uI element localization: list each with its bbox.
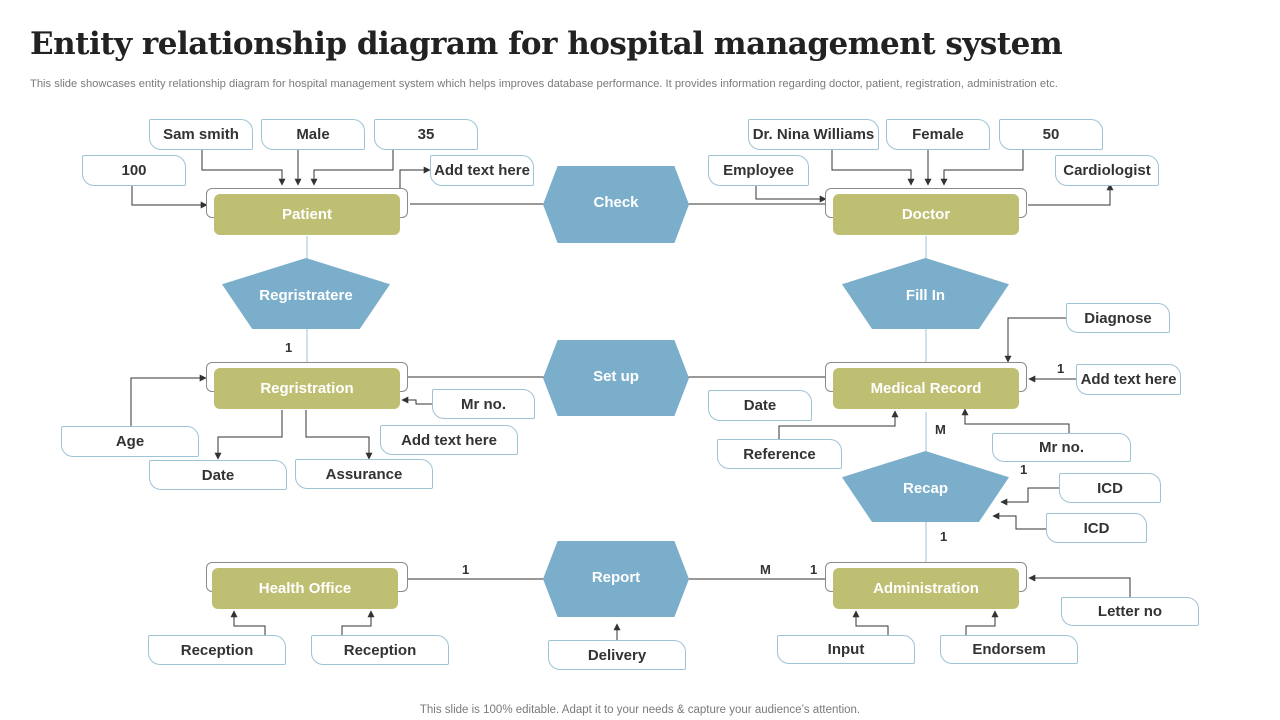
- attribute-reception-1: Reception: [148, 635, 286, 665]
- attribute-record-date: Date: [708, 390, 812, 421]
- relationship-set-up: Set up: [543, 340, 689, 416]
- attribute-input: Input: [777, 635, 915, 664]
- attribute-icd-1: ICD: [1059, 473, 1161, 503]
- entity-administration: Administration: [833, 568, 1019, 609]
- entity-medical-record: Medical Record: [833, 368, 1019, 409]
- cardinality-label: M: [760, 562, 771, 577]
- attribute-cardiologist: Cardiologist: [1055, 155, 1159, 186]
- attribute-delivery: Delivery: [548, 640, 686, 670]
- entity-doctor: Doctor: [833, 194, 1019, 235]
- attribute-female: Female: [886, 119, 990, 150]
- footer-note: This slide is 100% editable. Adapt it to…: [419, 704, 861, 716]
- attribute-reg-mr-no: Mr no.: [432, 389, 535, 419]
- attribute-record-mr-no: Mr no.: [992, 433, 1131, 462]
- attribute-reg-add-text: Add text here: [380, 425, 518, 455]
- attribute-reg-date: Date: [149, 460, 287, 490]
- attribute-reference: Reference: [717, 439, 842, 469]
- cardinality-label: 1: [1020, 462, 1028, 477]
- cardinality-label: 1: [810, 562, 818, 577]
- entity-health-office: Health Office: [212, 568, 398, 609]
- attribute-male: Male: [261, 119, 365, 150]
- attribute-age-35: 35: [374, 119, 478, 150]
- cardinality-label: 1: [462, 562, 470, 577]
- attribute-endorsem: Endorsem: [940, 635, 1078, 664]
- attribute-employee: Employee: [708, 155, 809, 186]
- attribute-letter-no: Letter no: [1061, 597, 1199, 626]
- relationship-check: Check: [543, 166, 689, 243]
- entity-registration: Regristration: [214, 368, 400, 409]
- attribute-icd-2: ICD: [1046, 513, 1147, 543]
- relationship-report: Report: [543, 541, 689, 617]
- cardinality-label: M: [935, 422, 946, 437]
- entity-patient: Patient: [214, 194, 400, 235]
- attribute-diagnose: Diagnose: [1066, 303, 1170, 333]
- attribute-reception-2: Reception: [311, 635, 449, 665]
- attribute-sam-smith: Sam smith: [149, 119, 253, 150]
- attribute-patient-add-text: Add text here: [430, 155, 534, 186]
- page-subtitle: This slide showcases entity relationship…: [30, 78, 1058, 90]
- attribute-record-add-text: Add text here: [1076, 364, 1181, 395]
- attribute-age: Age: [61, 426, 199, 457]
- attribute-id-100: 100: [82, 155, 186, 186]
- cardinality-label: 1: [940, 529, 948, 544]
- attribute-dr-nina-williams: Dr. Nina Williams: [748, 119, 879, 150]
- attribute-assurance: Assurance: [295, 459, 433, 489]
- page-title: Entity relationship diagram for hospital…: [30, 26, 1063, 62]
- cardinality-label: 1: [1057, 361, 1065, 376]
- attribute-age-50: 50: [999, 119, 1103, 150]
- cardinality-label: 1: [285, 340, 293, 355]
